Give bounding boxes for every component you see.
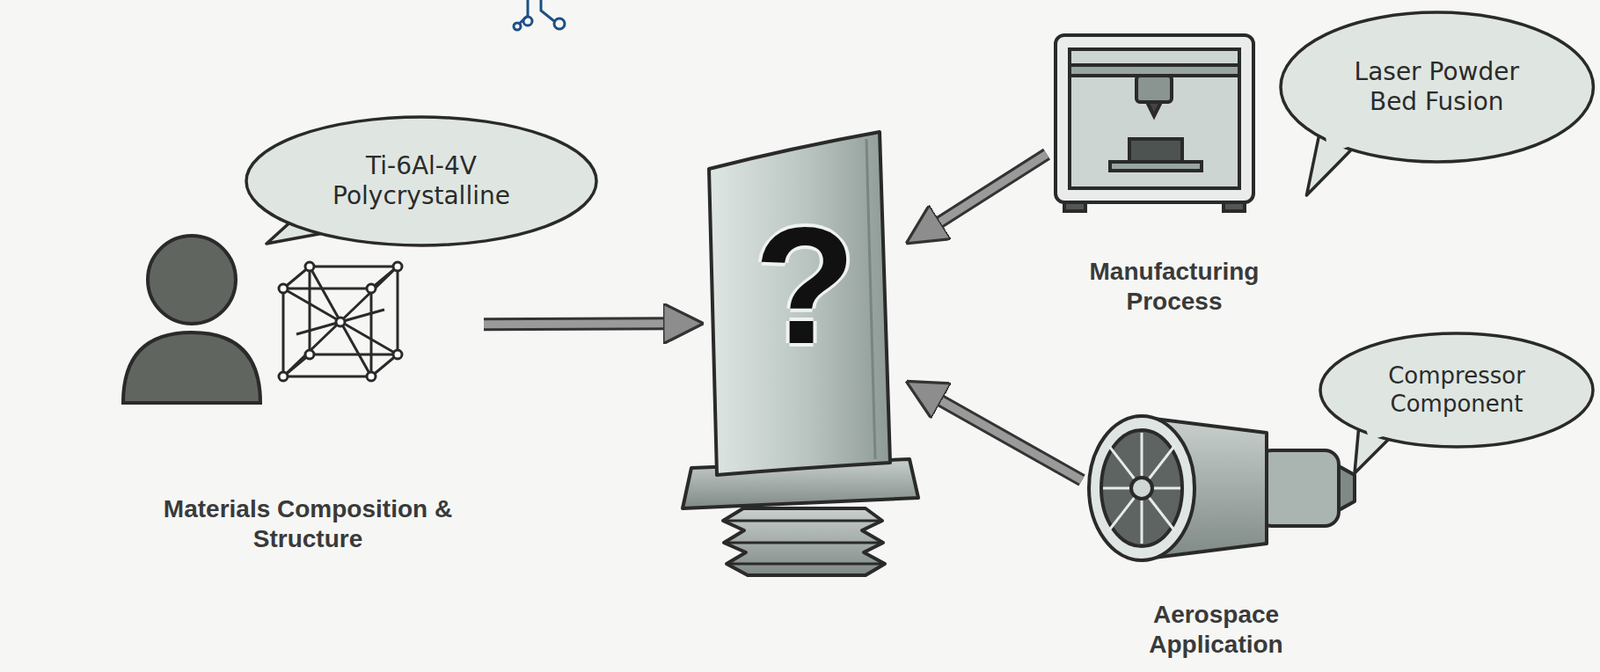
- arrow-outline: [924, 153, 1047, 232]
- bubble-ellipse: [1320, 333, 1593, 447]
- flow-arrow: [483, 322, 682, 325]
- person-icon: [123, 235, 261, 403]
- bubble-text: Laser Powder Bed Fusion: [1334, 57, 1539, 117]
- bubble-seam: [304, 211, 336, 229]
- arrow-shaft: [925, 392, 1082, 481]
- arrow-outline: [483, 316, 682, 331]
- speech-bubble: Ti-6Al-4V Polycrystalline: [244, 115, 599, 248]
- label-text: Aerospace Application: [1102, 599, 1331, 660]
- bubble-text: Compressor Component: [1368, 362, 1545, 417]
- label-text: Manufacturing Process: [1051, 256, 1298, 317]
- bubble-text: Ti-6Al-4V Polycrystalline: [306, 151, 537, 211]
- arrow-shaft: [924, 153, 1047, 232]
- crystal-lattice-icon: [278, 262, 402, 381]
- arrow-shaft: [483, 319, 682, 329]
- bubble-ellipse: [1280, 12, 1593, 162]
- speech-bubble: Compressor Component: [1318, 331, 1595, 449]
- flow-arrow: [925, 392, 1082, 481]
- bubble-seam: [1323, 124, 1352, 154]
- label-text: Materials Composition & Structure: [162, 494, 453, 555]
- category-label: Aerospace Application: [1081, 395, 1351, 660]
- arrow-outline: [925, 392, 1082, 481]
- flow-arrow: [924, 153, 1047, 232]
- bubble-seam: [1362, 416, 1390, 440]
- 3d-printer-icon: [1055, 35, 1254, 212]
- compressor-blade: [682, 131, 919, 576]
- speech-bubble: Laser Powder Bed Fusion: [1278, 10, 1595, 164]
- jet-engine-icon: [1088, 416, 1355, 561]
- question-mark: ?: [753, 201, 856, 369]
- bubble-ellipse: [246, 116, 597, 246]
- category-label: Materials Composition & Structure: [131, 230, 484, 555]
- circuit-icon: [513, 0, 565, 30]
- blade-part: ?: [703, 132, 906, 577]
- category-label: Manufacturing Process: [1046, 26, 1302, 317]
